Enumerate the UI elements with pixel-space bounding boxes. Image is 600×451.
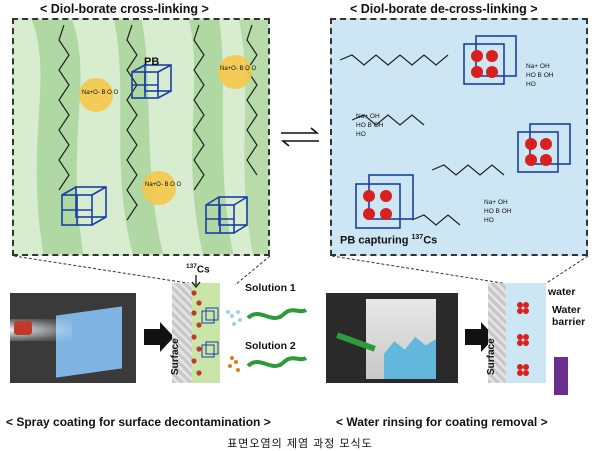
- borate-label-1: Na+O- B O O: [82, 90, 119, 96]
- pb-cs-cube-3: [355, 174, 414, 229]
- pb-capturing-label: PB capturing 137Cs: [340, 234, 437, 247]
- capture-isotope: 137: [411, 234, 424, 241]
- boric-acid-3: Na+ OH HO B OH HO: [484, 198, 511, 225]
- spray-caption: < Spray coating for surface decontaminat…: [6, 415, 271, 429]
- water-barrier-label: Water barrier: [552, 304, 585, 328]
- spray-nozzles: [226, 308, 308, 372]
- crosslinking-panel: PB Na+O- B O O Na+O- B O O Na+O- B O O: [12, 18, 270, 256]
- pb-label: PB: [144, 56, 160, 68]
- boric-mid-2: HO B OH: [356, 122, 384, 129]
- capture-element: Cs: [423, 234, 438, 247]
- rinse-arrow: [465, 322, 495, 352]
- equilibrium-arrows: [280, 127, 320, 147]
- left-title: < Diol-borate cross-linking >: [40, 2, 209, 16]
- boric-top-3: Na+ OH: [484, 199, 508, 206]
- rinse-caption: < Water rinsing for coating removal >: [336, 415, 548, 429]
- water-label: water: [548, 286, 576, 298]
- water-barrier-line1: Water: [552, 304, 581, 316]
- boric-mid-3: HO B OH: [484, 208, 512, 215]
- right-title: < Diol-borate de-cross-linking >: [350, 2, 538, 16]
- cs-pointer-arrow: [191, 275, 201, 289]
- boric-bottom-2: HO: [356, 131, 366, 138]
- boric-top-1: Na+ OH: [526, 63, 550, 70]
- water-barrier-line2: barrier: [552, 316, 586, 328]
- rinse-cross-section: Surface: [486, 283, 546, 383]
- rinse-photo: [326, 293, 458, 383]
- spray-photo: [10, 293, 136, 383]
- water-barrier-block: [554, 357, 568, 395]
- borate-label-3: Na+O- B O O: [145, 182, 182, 188]
- solution2-label: Solution 2: [245, 340, 296, 352]
- decrosslinking-panel: Na+ OH HO B OH HO Na+ OH HO B OH HO Na+ …: [330, 18, 588, 256]
- boric-acid-1: Na+ OH HO B OH HO: [526, 62, 553, 89]
- crosslinking-illustration: [32, 20, 268, 254]
- boric-acid-2: Na+ OH HO B OH HO: [356, 112, 383, 139]
- boric-bottom-1: HO: [526, 81, 536, 88]
- decrosslinking-illustration: [339, 35, 571, 229]
- pb-cs-cube-2: [517, 123, 571, 173]
- boric-bottom-3: HO: [484, 217, 494, 224]
- spray-arrow: [144, 322, 174, 352]
- spray-cross-section: Surface: [170, 283, 236, 383]
- capture-text: PB capturing: [340, 234, 409, 247]
- borate-label-2: Na+O- B O O: [220, 66, 257, 72]
- cs-label: 137Cs: [186, 263, 210, 275]
- pb-cs-cube-1: [463, 35, 517, 85]
- rinse-surface-label: Surface: [486, 338, 497, 375]
- cs-isotope: 137: [186, 263, 197, 270]
- boric-top-2: Na+ OH: [356, 113, 380, 120]
- footer-caption: 표면오염의 제염 과정 모식도: [227, 438, 373, 450]
- cs-element: Cs: [196, 264, 210, 276]
- solution1-label: Solution 1: [245, 282, 296, 294]
- boric-mid-1: HO B OH: [526, 72, 554, 79]
- spray-surface-label: Surface: [170, 338, 181, 375]
